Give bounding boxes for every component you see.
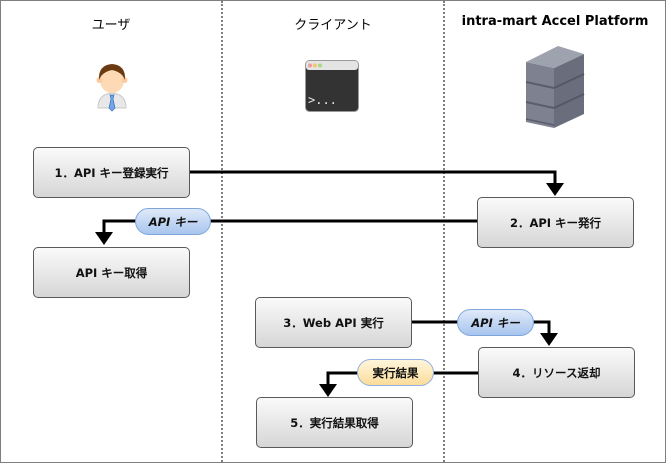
terminal-icon: >...	[305, 60, 359, 112]
lane-title-platform: intra-mart Accel Platform	[461, 14, 649, 29]
message-api-key-1: API キー	[135, 208, 211, 235]
arrowhead-step2	[546, 183, 564, 196]
step-get-api-key[interactable]: API キー取得	[33, 247, 190, 298]
step-2-issue-api-key[interactable]: 2．API キー発行	[477, 197, 634, 248]
arrowhead-step1b	[95, 232, 113, 245]
step-5-get-result[interactable]: 5．実行結果取得	[256, 397, 413, 448]
lane-title-client: クライアント	[294, 18, 372, 33]
lane-title-user: ユーザ	[91, 18, 131, 33]
step-1-register-api-key[interactable]: 1．API キー登録実行	[33, 147, 190, 198]
lane-divider-1	[221, 1, 223, 462]
step-3-execute-web-api[interactable]: 3．Web API 実行	[255, 297, 412, 348]
message-execution-result: 実行結果	[357, 359, 434, 386]
lane-divider-2	[443, 1, 445, 462]
terminal-prompt: >...	[308, 93, 337, 107]
message-api-key-2: API キー	[457, 309, 534, 336]
step-4-return-resource[interactable]: 4．リソース返却	[478, 347, 635, 398]
message-label: API キー	[471, 315, 520, 330]
arrowhead-step5	[319, 384, 337, 397]
arrow-step1-to-step2	[189, 170, 557, 185]
arrow-step2-to-step1b	[102, 219, 477, 234]
arrowhead-step4	[540, 333, 558, 346]
server-icon	[525, 46, 585, 128]
user-icon	[96, 64, 128, 112]
message-label: API キー	[148, 214, 198, 229]
